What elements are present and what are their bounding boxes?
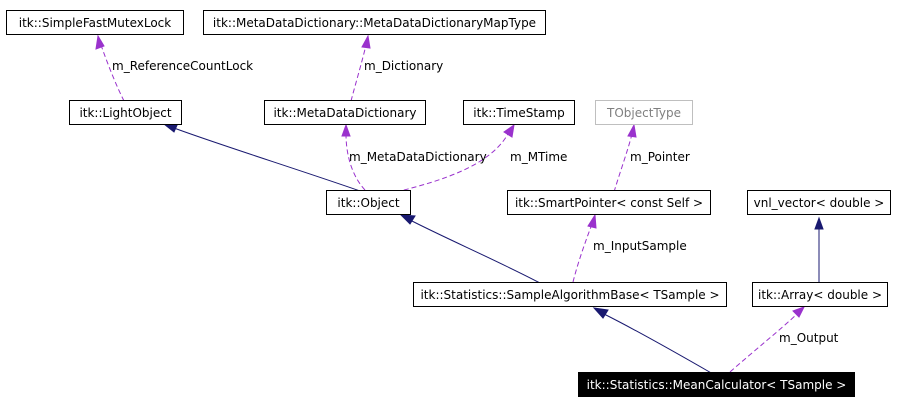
inherit-edge-meancalculator-samplealgorithmbase	[603, 313, 714, 375]
arrowhead-icon	[792, 306, 806, 318]
arrowhead-icon	[399, 214, 416, 225]
node-label: itk::SmartPointer< const Self >	[515, 196, 703, 210]
node-label: itk::TimeStamp	[473, 106, 564, 120]
arrowhead-icon	[95, 34, 105, 50]
edge-label-mtime: m_MTime	[510, 150, 567, 164]
node-sample-algorithm-base[interactable]: itk::Statistics::SampleAlgorithmBase< TS…	[413, 282, 727, 307]
member-edge-mtime	[395, 133, 509, 193]
node-vnl-vector[interactable]: vnl_vector< double >	[747, 190, 891, 215]
member-edge-dictionary	[350, 44, 367, 102]
node-meta-data-dictionary[interactable]: itk::MetaDataDictionary	[264, 100, 426, 125]
node-label: itk::Object	[337, 196, 399, 210]
edge-label-output: m_Output	[779, 331, 839, 345]
node-label: itk::Statistics::MeanCalculator< TSample…	[587, 378, 847, 392]
edge-label-pointer: m_Pointer	[630, 150, 690, 164]
node-label: itk::LightObject	[79, 106, 171, 120]
member-edge-meta-data-dictionary	[345, 133, 366, 191]
arrowhead-icon	[361, 34, 371, 49]
node-light-object[interactable]: itk::LightObject	[69, 100, 182, 125]
node-tobject-type[interactable]: TObjectType	[595, 100, 693, 125]
member-edge-input-sample	[572, 223, 593, 283]
arrowhead-icon	[341, 123, 351, 137]
node-label: itk::Statistics::SampleAlgorithmBase< TS…	[420, 288, 719, 302]
node-smart-pointer[interactable]: itk::SmartPointer< const Self >	[507, 190, 711, 215]
arrowhead-icon	[627, 123, 637, 138]
inherit-edge-object-lightobject	[173, 127, 364, 193]
node-time-stamp[interactable]: itk::TimeStamp	[463, 100, 575, 125]
member-edge-output	[729, 313, 798, 373]
node-label: itk::SimpleFastMutexLock	[19, 16, 172, 30]
node-label: itk::MetaDataDictionary::MetaDataDiction…	[213, 16, 536, 30]
node-label: itk::MetaDataDictionary	[273, 106, 416, 120]
arrowhead-icon	[814, 216, 824, 230]
edge-label-input-sample: m_InputSample	[593, 239, 687, 253]
node-object[interactable]: itk::Object	[326, 190, 411, 215]
node-array-double[interactable]: itk::Array< double >	[752, 282, 888, 307]
node-meta-data-dictionary-map-type[interactable]: itk::MetaDataDictionary::MetaDataDiction…	[203, 10, 546, 35]
node-mean-calculator[interactable]: itk::Statistics::MeanCalculator< TSample…	[578, 372, 855, 397]
inherit-edge-samplealgorithmbase-object	[409, 219, 541, 284]
node-label: TObjectType	[606, 106, 681, 120]
arrowhead-icon	[592, 307, 609, 319]
edge-label-reference-count-lock: m_ReferenceCountLock	[112, 59, 253, 73]
node-label: itk::Array< double >	[758, 288, 882, 302]
node-simple-fast-mutex-lock[interactable]: itk::SimpleFastMutexLock	[6, 10, 184, 35]
arrowhead-icon	[587, 213, 597, 229]
member-edge-reference-count-lock	[100, 44, 125, 102]
arrowhead-icon	[503, 123, 515, 138]
edge-label-dictionary: m_Dictionary	[364, 59, 443, 73]
edge-label-meta-data-dictionary: m_MetaDataDictionary	[349, 150, 487, 164]
member-edge-pointer	[613, 133, 633, 193]
node-label: vnl_vector< double >	[754, 196, 885, 210]
